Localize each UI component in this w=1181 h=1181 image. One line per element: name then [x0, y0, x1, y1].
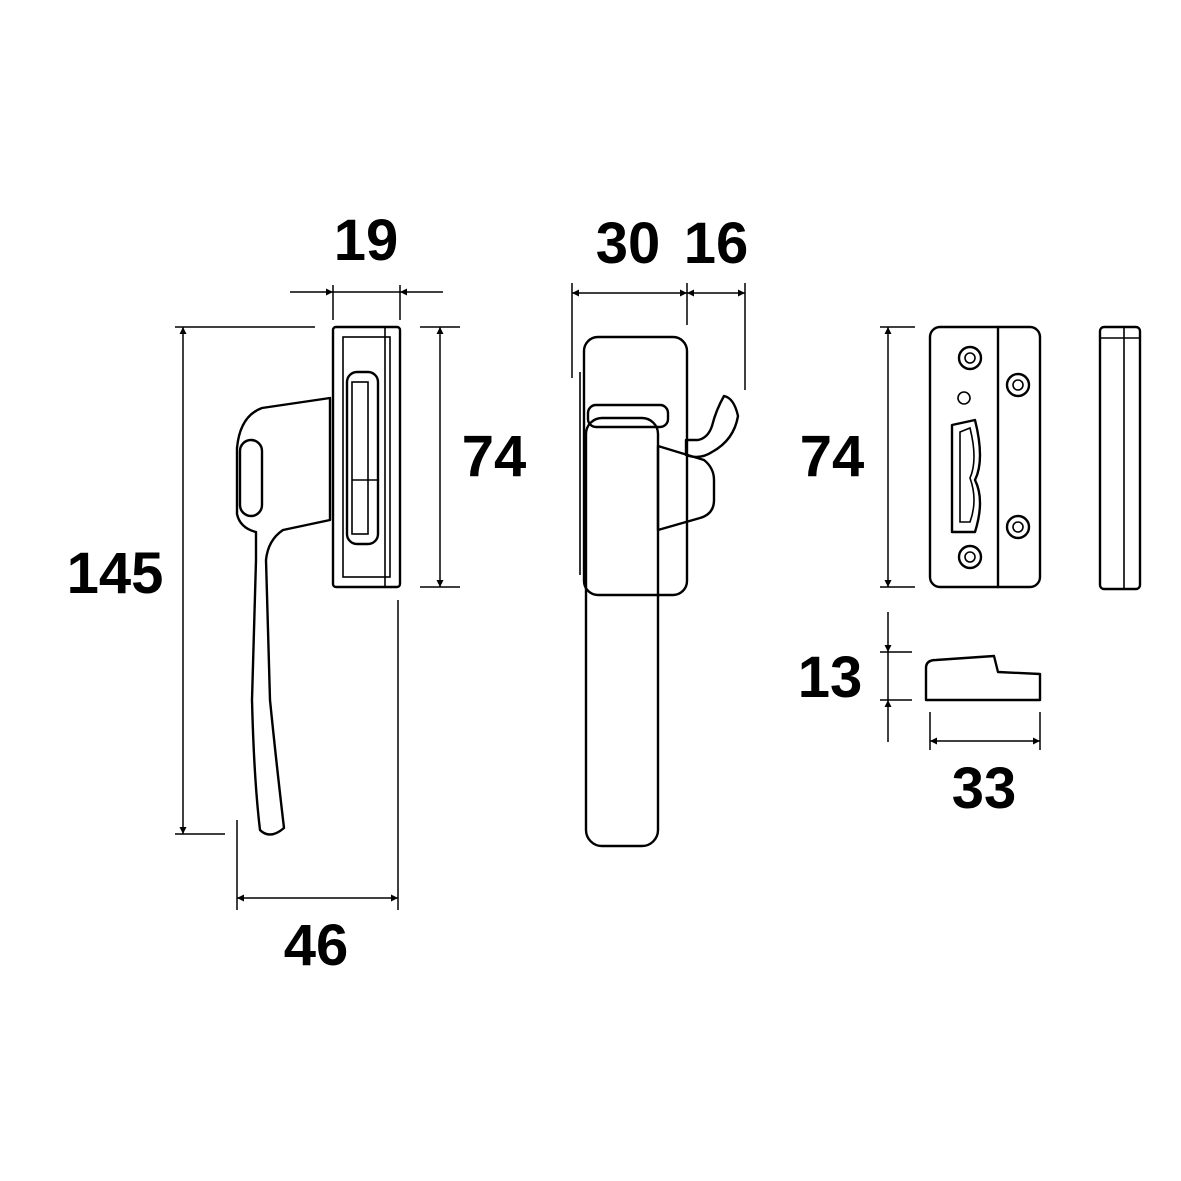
dim-projection: 46	[284, 913, 349, 978]
dim-keep-height: 74	[800, 424, 865, 489]
keep-dimensions: 74	[800, 326, 915, 588]
wedge-dimensions: 13 33	[798, 612, 1041, 821]
keep-side-profile	[1098, 325, 1142, 591]
front-view	[579, 335, 740, 848]
dim-side-width: 19	[334, 208, 399, 273]
dim-hook-width: 16	[684, 211, 749, 276]
dim-overall-height: 145	[67, 541, 164, 606]
front-dimensions: 30 16	[571, 211, 749, 390]
dim-side-plate-height: 74	[462, 424, 527, 489]
dim-wedge-height: 13	[798, 645, 863, 710]
keep-plate	[928, 325, 1042, 589]
side-view	[235, 325, 402, 836]
side-dimensions: 19 74 145 46	[67, 208, 527, 978]
dim-wedge-length: 33	[952, 756, 1017, 821]
dim-front-width: 30	[596, 211, 661, 276]
wedge-block	[924, 654, 1042, 702]
